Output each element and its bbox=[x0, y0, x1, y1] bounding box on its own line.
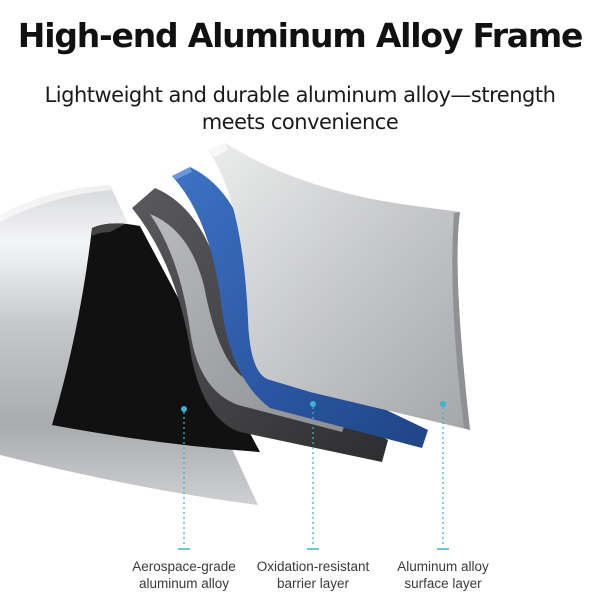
callout-surface-line-2: surface layer bbox=[404, 576, 482, 591]
dark-layer bbox=[132, 188, 388, 462]
subtitle-line-2: meets convenience bbox=[201, 110, 399, 134]
pointer-aerospace bbox=[178, 406, 190, 550]
page-subtitle: Lightweight and durable aluminum alloy—s… bbox=[40, 82, 560, 136]
callout-aerospace-line-1: Aerospace-grade bbox=[132, 559, 236, 574]
outer-surface-layer bbox=[208, 143, 470, 430]
oxidation-barrier-layer bbox=[172, 167, 428, 448]
callout-surface-layer: Aluminum alloy surface layer bbox=[363, 558, 523, 592]
pointer-surface bbox=[437, 401, 449, 550]
subtitle-line-1: Lightweight and durable aluminum alloy—s… bbox=[44, 83, 556, 107]
callout-oxidation-line-1: Oxidation-resistant bbox=[256, 559, 370, 574]
pointer-oxidation bbox=[307, 401, 319, 550]
callout-surface-line-1: Aluminum alloy bbox=[397, 559, 489, 574]
callout-aerospace-line-2: aluminum alloy bbox=[138, 576, 230, 591]
callout-oxidation-resistant: Oxidation-resistant barrier layer bbox=[233, 558, 393, 592]
page-title: High-end Aluminum Alloy Frame bbox=[17, 16, 584, 55]
callout-oxidation-line-2: barrier layer bbox=[276, 576, 350, 591]
callout-aerospace-grade: Aerospace-grade aluminum alloy bbox=[104, 558, 264, 592]
